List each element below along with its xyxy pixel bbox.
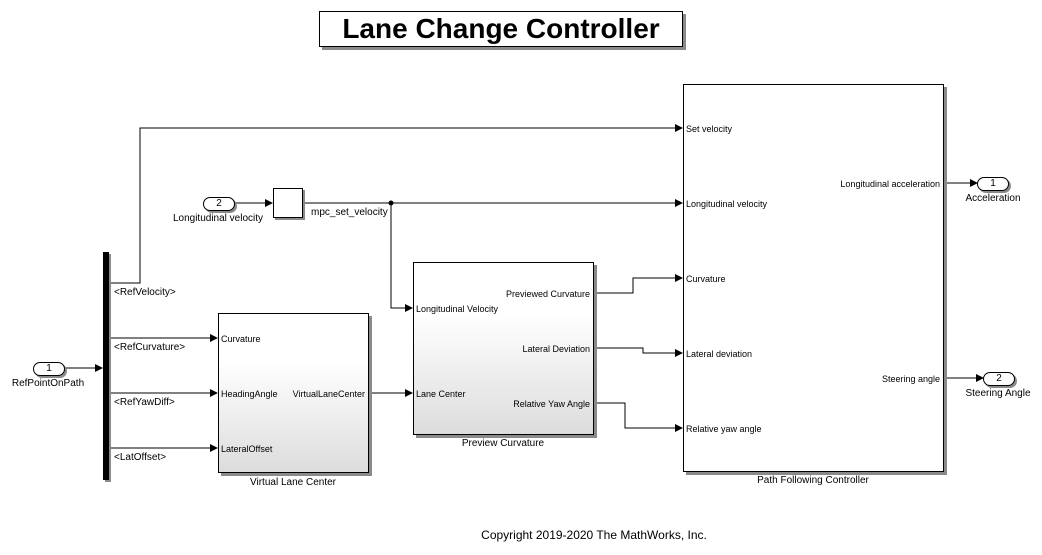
path-following-controller-name: Path Following Controller — [757, 475, 869, 486]
inport-1-number: 1 — [46, 363, 52, 374]
pfc-input-set-velocity: Set velocity — [686, 124, 733, 134]
inport-2-number: 2 — [216, 198, 222, 209]
outport-2-label: Steering Angle — [965, 388, 1031, 399]
inport-2-label: Longitudinal velocity — [172, 213, 264, 224]
outport-1[interactable]: 1 — [977, 177, 1009, 191]
inport-1[interactable]: 1 — [33, 362, 65, 376]
bus-signal-latoffset: <LatOffset> — [114, 452, 167, 463]
virtual-lane-center-block[interactable] — [218, 313, 369, 473]
wire-previewed-curvature — [593, 274, 683, 294]
bus-selector[interactable] — [103, 252, 109, 480]
copyright-text: Copyright 2019-2020 The MathWorks, Inc. — [481, 528, 707, 542]
bus-signal-refvelocity: <RefVelocity> — [114, 287, 176, 298]
preview-curvature-name: Preview Curvature — [461, 438, 545, 449]
branch-point — [388, 200, 394, 206]
wire-refvelocity — [109, 124, 683, 284]
pc-input-longitudinal-velocity: Longitudinal Velocity — [416, 304, 499, 314]
outport-2[interactable]: 2 — [983, 372, 1015, 386]
outport-1-number: 1 — [990, 178, 996, 189]
outport-2-number: 2 — [996, 373, 1002, 384]
wire-lateral-deviation — [593, 347, 683, 357]
pfc-input-longitudinal-velocity: Longitudinal velocity — [686, 199, 768, 209]
wire-relative-yaw — [593, 402, 683, 432]
mpc-set-velocity-label: mpc_set_velocity — [311, 207, 388, 218]
virtual-lane-center-name: Virtual Lane Center — [250, 477, 336, 488]
pfc-output-longitudinal-acceleration: Longitudinal acceleration — [840, 179, 940, 189]
vlc-input-curvature: Curvature — [221, 334, 261, 344]
inport-2[interactable]: 2 — [203, 197, 235, 211]
path-following-controller-block[interactable] — [683, 84, 944, 472]
bus-signal-refyawdiff: <RefYawDiff> — [114, 397, 175, 408]
wire-branch-velocity — [390, 203, 413, 312]
outport-1-label: Acceleration — [965, 193, 1021, 204]
vlc-input-headingangle: HeadingAngle — [221, 389, 278, 399]
page-title: Lane Change Controller — [319, 11, 683, 47]
pfc-output-steering-angle: Steering angle — [881, 374, 940, 384]
preview-curvature-block[interactable] — [413, 262, 594, 435]
pc-output-lateral-deviation: Lateral Deviation — [522, 344, 590, 354]
inport-1-label: RefPointOnPath — [11, 378, 85, 389]
bus-signal-refcurvature: <RefCurvature> — [114, 342, 186, 353]
pfc-input-curvature: Curvature — [686, 274, 726, 284]
pc-input-lane-center: Lane Center — [416, 389, 466, 399]
pfc-input-lateral-deviation: Lateral deviation — [686, 349, 753, 359]
vlc-output-virtuallanecenter: VirtualLaneCenter — [292, 389, 365, 399]
pc-output-previewed-curvature: Previewed Curvature — [505, 289, 590, 299]
pfc-input-relative-yaw-angle: Relative yaw angle — [686, 424, 762, 434]
vlc-input-lateraloffset: LateralOffset — [221, 444, 273, 454]
saturation-block[interactable] — [273, 188, 303, 218]
pc-output-relative-yaw-angle: Relative Yaw Angle — [513, 399, 590, 409]
